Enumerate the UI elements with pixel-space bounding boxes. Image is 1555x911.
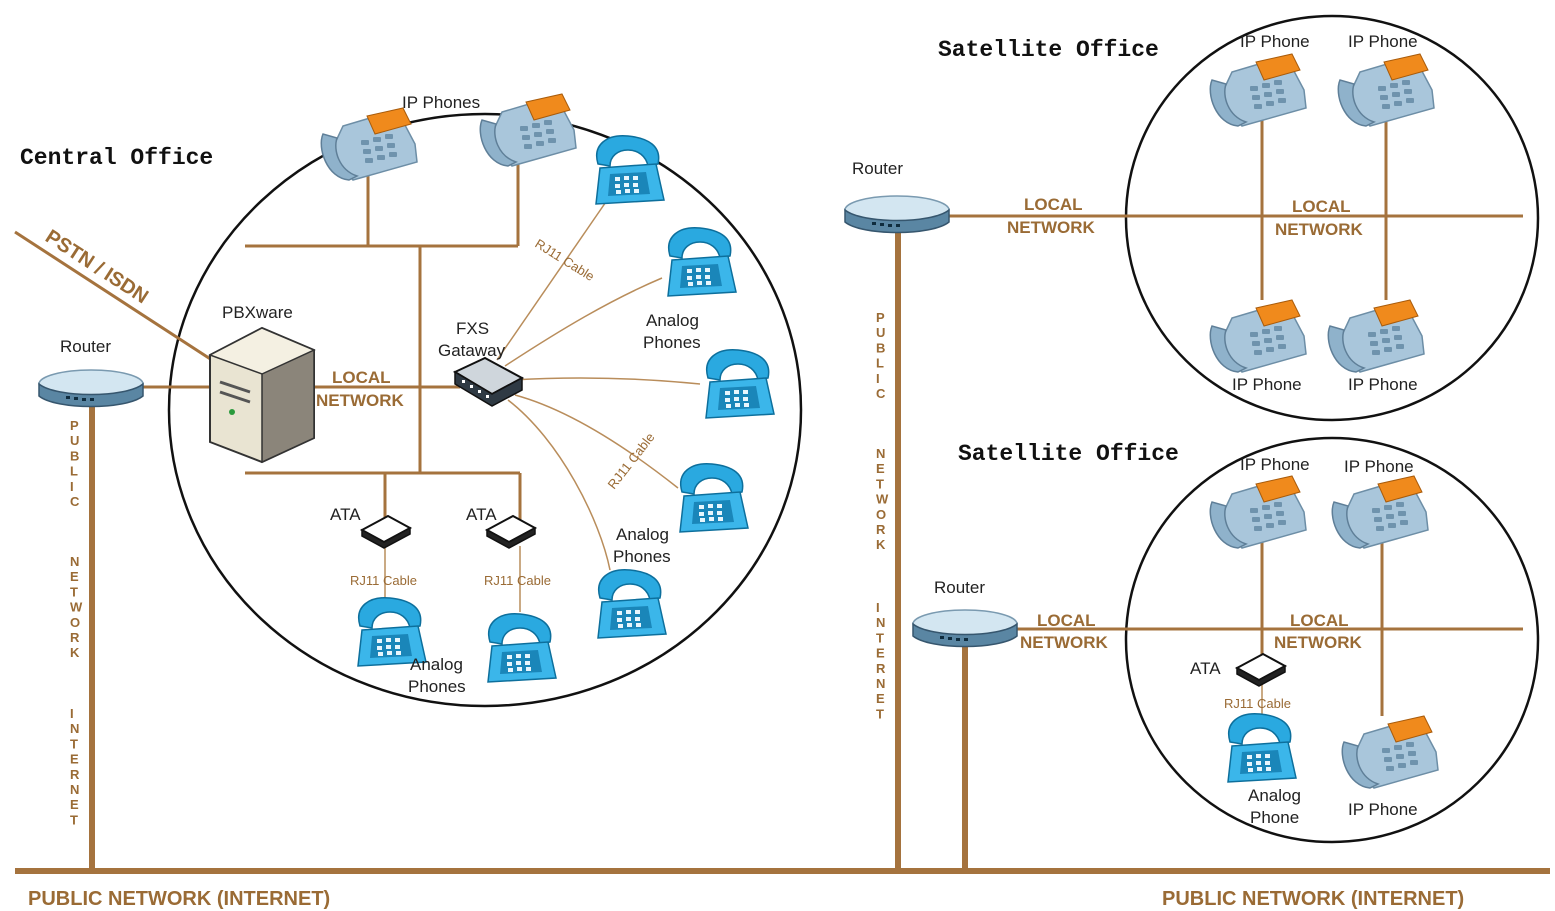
- analog-phone-icon: [705, 348, 775, 419]
- satellite-bottom-rj11-label: RJ11 Cable: [1224, 696, 1291, 711]
- central-rj11-label-2: RJ11 Cable: [484, 573, 551, 588]
- satellite-bottom-local-label-2: LOCAL: [1290, 611, 1349, 630]
- central-analog-label-2: Analog: [616, 525, 669, 544]
- analog-phone-icon: [1227, 712, 1297, 783]
- satellite-top-ip-phone-label-3: IP Phone: [1232, 375, 1302, 394]
- central-router-icon: [38, 369, 144, 408]
- satellite-bottom-ip-phone-label-3: IP Phone: [1348, 800, 1418, 819]
- central-ata-label-1: ATA: [330, 505, 361, 524]
- satellite-office-top-title: Satellite Office: [938, 37, 1159, 63]
- analog-phone-icon: [595, 134, 665, 205]
- pbxware-label: PBXware: [222, 303, 293, 322]
- satellite-top-ip-phone-label-4: IP Phone: [1348, 375, 1418, 394]
- fxs-gateway-icon: [452, 356, 525, 407]
- satellite-bottom-network-label-2: NETWORK: [1274, 633, 1363, 652]
- public-network-label-left: PUBLIC NETWORK (INTERNET): [28, 888, 330, 910]
- public-network-label-right: PUBLIC NETWORK (INTERNET): [1162, 888, 1464, 910]
- analog-phone-icon: [487, 612, 557, 683]
- central-network-label: NETWORK: [316, 391, 405, 410]
- central-analog-label-3: Analog: [410, 655, 463, 674]
- satellite-bottom-wiring: [1015, 542, 1523, 716]
- gateway-label: Gataway: [438, 341, 506, 360]
- central-ata-label-2: ATA: [466, 505, 497, 524]
- satellite-bottom-router-label: Router: [934, 578, 985, 597]
- satellite-top-wiring: [948, 120, 1523, 300]
- satellite-bottom-network-label-1: NETWORK: [1020, 633, 1109, 652]
- central-local-label: LOCAL: [332, 368, 391, 387]
- central-office-title: Central Office: [20, 145, 213, 171]
- satellite-top-network-label-1: NETWORK: [1007, 218, 1096, 237]
- server-icon: [208, 326, 316, 464]
- central-phones-label-2: Phones: [613, 547, 671, 566]
- central-analog-label-1: Analog: [646, 311, 699, 330]
- satellite-office-bottom-title: Satellite Office: [958, 441, 1179, 467]
- satellite-top-network-label-2: NETWORK: [1275, 220, 1364, 239]
- analog-phone-icon: [597, 568, 667, 639]
- central-ip-phones-label: IP Phones: [402, 93, 480, 112]
- central-wiring: [14, 158, 701, 612]
- satellite-top-ip-phone-label-2: IP Phone: [1348, 32, 1418, 51]
- satellite-top-local-label-2: LOCAL: [1292, 197, 1351, 216]
- satellite-top-local-label-1: LOCAL: [1024, 195, 1083, 214]
- satellite-bottom-ata-label: ATA: [1190, 659, 1221, 678]
- satellite-top-router-icon: [844, 195, 950, 234]
- satellite-bottom-local-label-1: LOCAL: [1037, 611, 1096, 630]
- satellite-bottom-analog-label: Analog: [1248, 786, 1301, 805]
- central-rj11-label-1: RJ11 Cable: [350, 573, 417, 588]
- satellite-bottom-ip-phone-label-2: IP Phone: [1344, 457, 1414, 476]
- satellite-bottom-ip-phone-label-1: IP Phone: [1240, 455, 1310, 474]
- satellite-office-top-boundary: [1124, 14, 1540, 422]
- central-router-label: Router: [60, 337, 111, 356]
- pstn-isdn-label: PSTN / ISDN: [41, 226, 152, 309]
- analog-phone-icon: [679, 462, 749, 533]
- central-phones-label-1: Phones: [643, 333, 701, 352]
- central-office-boundary: [167, 112, 803, 708]
- analog-phone-icon: [667, 226, 737, 297]
- satellite-bottom-router-icon: [912, 609, 1018, 648]
- satellite-top-router-label: Router: [852, 159, 903, 178]
- central-phones-label-3: Phones: [408, 677, 466, 696]
- satellite-bottom-phone-label: Phone: [1250, 808, 1299, 827]
- fxs-label: FXS: [456, 319, 489, 338]
- satellite-top-ip-phone-label-1: IP Phone: [1240, 32, 1310, 51]
